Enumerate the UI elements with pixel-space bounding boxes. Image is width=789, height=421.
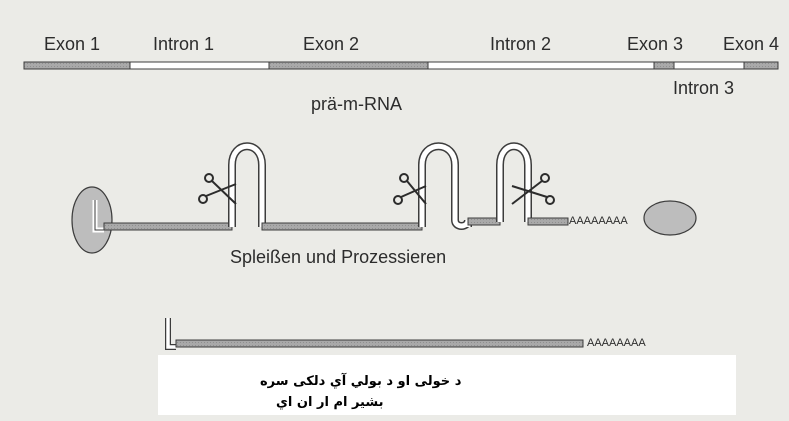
intron1-label: Intron 1 xyxy=(153,34,215,54)
exon1-segment xyxy=(23,61,131,70)
three-prime-end xyxy=(643,200,697,236)
scissors-icon xyxy=(393,173,427,205)
intron1-segment xyxy=(129,61,270,70)
exon1-label: Exon 1 xyxy=(44,34,101,54)
exon3-label: Exon 3 xyxy=(627,34,684,54)
pre-mrna-label: prä-m-RNA xyxy=(311,94,403,114)
intron3-loop xyxy=(496,142,532,222)
exon2-strand xyxy=(261,222,423,231)
five-prime-cap xyxy=(71,186,113,254)
scissors-icon xyxy=(511,173,555,205)
exon1-strand xyxy=(103,222,233,231)
caption-box xyxy=(158,355,736,415)
gene-bar xyxy=(23,61,779,70)
splicing-label: Spleißen und Prozessieren xyxy=(230,247,447,267)
poly-a-tail-pre: AAAAAAAA xyxy=(569,215,628,227)
scissors-icon xyxy=(198,173,237,205)
exon3-segment xyxy=(653,61,675,70)
exon4-strand xyxy=(527,217,569,226)
mature-mrna-strand xyxy=(175,339,584,348)
intron2-segment xyxy=(427,61,655,70)
exon4-segment xyxy=(743,61,779,70)
intron2-loop xyxy=(418,142,472,230)
exon2-segment xyxy=(268,61,429,70)
pre-mrna-strand xyxy=(103,142,569,231)
exon3-strand xyxy=(467,217,501,226)
intron3-segment xyxy=(673,61,745,70)
poly-a-tail-mature: AAAAAAAA xyxy=(587,337,646,349)
caption-line1: د خولی او د بولي آي دلکی سره xyxy=(260,374,462,389)
exon2-label: Exon 2 xyxy=(303,34,360,54)
intron1-loop xyxy=(228,142,266,227)
caption-line2: بشیر ام ار ان اي xyxy=(276,395,384,410)
intron3-label: Intron 3 xyxy=(673,78,735,98)
exon4-label: Exon 4 xyxy=(723,34,780,54)
intron2-label: Intron 2 xyxy=(490,34,552,54)
